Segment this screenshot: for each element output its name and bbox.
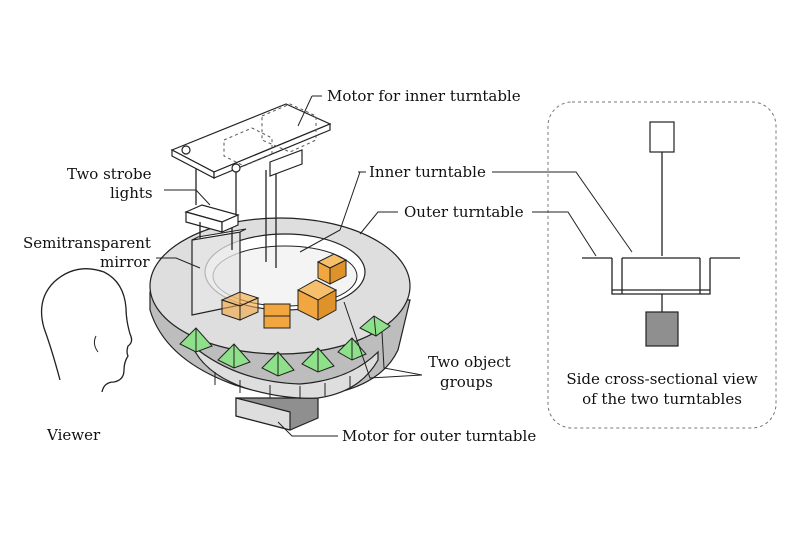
label-outer-turntable: Outer turntable	[404, 203, 524, 221]
green-object-group	[179, 315, 391, 377]
label-side-line2: of the two turntables	[582, 390, 742, 408]
leader-lines	[156, 95, 423, 437]
label-motor-inner: Motor for inner turntable	[327, 87, 521, 105]
label-strobe-line2: lights	[110, 184, 153, 202]
inner-motor-frame	[170, 103, 332, 268]
label-viewer: Viewer	[46, 426, 101, 444]
outer-motor	[235, 397, 319, 431]
side-outer-motor	[645, 311, 679, 347]
labels: Motor for inner turntable Two strobe lig…	[23, 87, 758, 445]
label-motor-outer: Motor for outer turntable	[342, 427, 536, 445]
strobe-lights	[184, 204, 240, 250]
label-side-line1: Side cross-sectional view	[566, 370, 758, 388]
side-inner-motor	[649, 121, 675, 153]
label-objects-line2: groups	[440, 373, 493, 391]
orange-object-group	[220, 253, 348, 329]
label-mirror-line1: Semitransparent	[23, 234, 151, 252]
label-strobe-line1: Two strobe	[67, 165, 152, 183]
viewer-head-icon	[40, 268, 133, 393]
side-view-panel	[492, 101, 777, 429]
label-mirror-line2: mirror	[100, 253, 150, 271]
label-objects-line1: Two object	[428, 353, 511, 371]
label-inner-turntable: Inner turntable	[369, 163, 486, 181]
